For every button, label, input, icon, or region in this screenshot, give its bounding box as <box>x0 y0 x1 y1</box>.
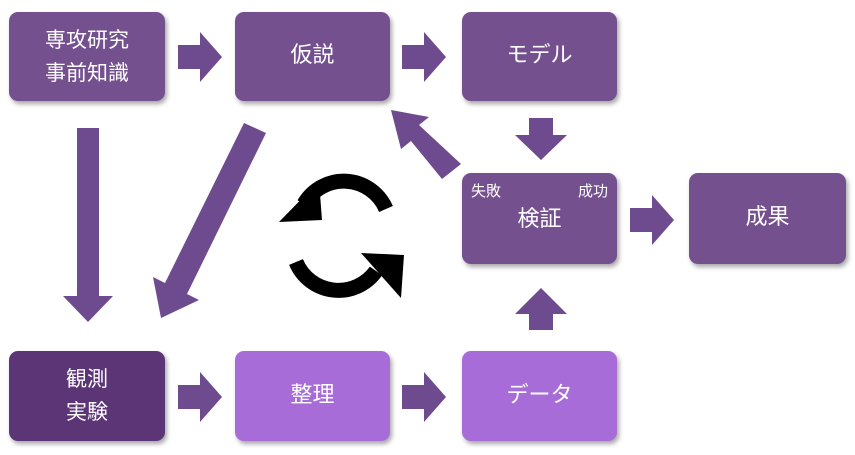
arrow-data-to-kensho <box>515 288 567 330</box>
node-kensho-success-tag: 成功 <box>577 182 608 200</box>
node-kansoku-line2: 実験 <box>66 400 108 424</box>
arrow-kansoku-to-seiri <box>178 372 222 422</box>
arrow-kasetsu-to-kansoku <box>153 123 266 318</box>
node-seiri-label: 整理 <box>290 382 335 408</box>
node-senkou-line2: 事前知識 <box>45 60 129 85</box>
arrow-kensho-to-seika <box>630 195 674 245</box>
node-seika-label: 成果 <box>745 205 790 231</box>
node-kansoku-jikken: 観測 実験 <box>9 351 165 441</box>
node-kensho-label: 検証 <box>517 207 562 233</box>
node-kensho: 検証 失敗 成功 <box>462 173 617 264</box>
node-kensho-failure-tag: 失敗 <box>471 182 502 200</box>
node-senkou-zenchishiki: 専攻研究 事前知識 <box>9 12 165 101</box>
node-model: モデル <box>462 12 617 101</box>
arrow-kensho-to-kasetsu <box>391 110 461 179</box>
arrow-model-to-kensho <box>515 118 567 160</box>
node-data-label: データ <box>506 382 573 408</box>
node-kasetsu-label: 仮説 <box>290 43 335 69</box>
node-seika: 成果 <box>689 173 846 264</box>
arrow-senkou-to-kasetsu <box>178 32 222 82</box>
node-model-label: モデル <box>506 43 573 69</box>
node-seiri: 整理 <box>235 351 390 441</box>
arrow-kasetsu-to-model <box>402 32 446 82</box>
node-kasetsu: 仮説 <box>235 12 390 101</box>
node-kansoku-line1: 観測 <box>66 367 108 392</box>
arrow-senkou-to-kansoku <box>63 128 113 322</box>
arrow-seiri-to-data <box>402 372 446 422</box>
node-senkou-line1: 専攻研究 <box>45 27 129 52</box>
node-data: データ <box>462 351 617 441</box>
